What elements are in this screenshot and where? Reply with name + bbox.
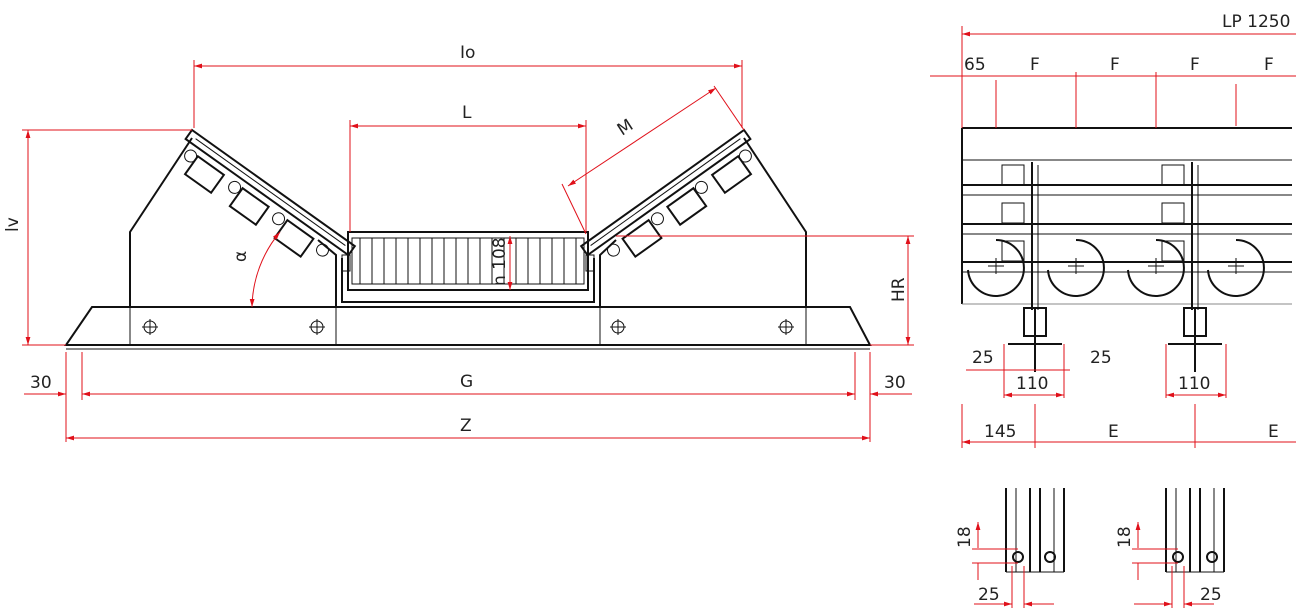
dim-m-label: M: [614, 115, 637, 140]
right-wing-roller: [579, 128, 753, 259]
left-wing-roller: [183, 128, 357, 259]
center-roller: [341, 231, 595, 303]
detail-view-right: 18 25: [1115, 488, 1225, 608]
dim-io-label: Io: [460, 43, 475, 63]
dim-25-a-label: 25: [972, 348, 994, 368]
side-feet: [1008, 307, 1222, 372]
side-view: LP 1250 65 F F F F 25 25 110 110 145 E E: [930, 12, 1296, 448]
dim-110-b-label: 110: [1178, 374, 1210, 394]
right-bracket: [743, 137, 807, 307]
side-brackets: [1001, 162, 1199, 310]
dim-30-right-label: 30: [884, 373, 906, 393]
detail-left-25-label: 25: [978, 585, 1000, 605]
dim-l-label: L: [462, 103, 472, 123]
bolt-holes: [142, 319, 794, 335]
dim-f3-label: F: [1190, 55, 1200, 75]
dim-110-a-label: 110: [1016, 374, 1048, 394]
dim-alpha-label: α: [231, 251, 251, 262]
detail-left-18-label: 18: [955, 526, 975, 548]
dim-e2-label: E: [1268, 422, 1279, 442]
dim-145-label: 145: [984, 422, 1016, 442]
detail-view-left: 18 25: [955, 488, 1065, 608]
detail-right-18-label: 18: [1115, 526, 1135, 548]
base-beam: [64, 306, 872, 346]
left-bracket: [129, 137, 193, 307]
front-view: Io L M lv α n 108 HR G: [3, 43, 914, 442]
dim-lv-label: lv: [3, 217, 23, 232]
dim-f1-label: F: [1030, 55, 1040, 75]
dim-30-left-label: 30: [30, 373, 52, 393]
dim-n108-label: n 108: [490, 237, 510, 286]
dim-hr-label: HR: [889, 277, 909, 302]
dim-f4-label: F: [1264, 55, 1274, 75]
dim-25-b-label: 25: [1090, 348, 1112, 368]
dim-e1-label: E: [1108, 422, 1119, 442]
side-rollers: [967, 239, 1265, 297]
detail-right-25-label: 25: [1200, 585, 1222, 605]
dim-f2-label: F: [1110, 55, 1120, 75]
dim-g-label: G: [460, 372, 473, 392]
dim-65-label: 65: [964, 55, 986, 75]
dim-lp-label: LP 1250: [1222, 12, 1290, 32]
dim-z-label: Z: [460, 416, 472, 436]
